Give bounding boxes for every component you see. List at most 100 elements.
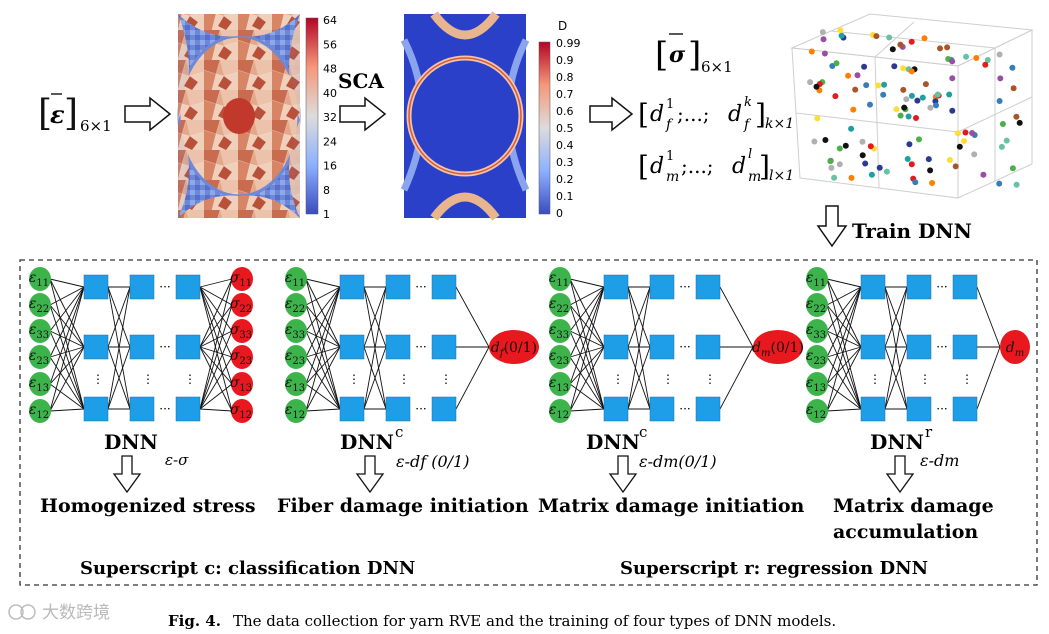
hidden-node: [385, 396, 411, 422]
cube-point: [904, 156, 911, 162]
damage-colorbar-title: D: [558, 19, 567, 33]
hidden-node: [860, 274, 886, 300]
cube-point: [906, 141, 913, 148]
cube-point: [944, 44, 951, 51]
cube-point: [913, 115, 919, 121]
ellipsis: ⋮: [612, 372, 624, 386]
ellipsis: ···: [936, 280, 947, 294]
connection: [305, 286, 341, 412]
cube-point: [908, 92, 915, 99]
connection: [455, 286, 490, 348]
hidden-node: [175, 396, 201, 422]
connection: [199, 286, 233, 412]
cube-point: [828, 164, 835, 171]
connection: [884, 286, 908, 410]
cube-point: [916, 136, 922, 143]
input-node: [549, 319, 571, 343]
connection: [826, 286, 862, 306]
hidden-node: [906, 334, 932, 360]
cube-point: [848, 174, 855, 181]
svg-text:]: ]: [64, 93, 78, 134]
svg-text:]: ]: [755, 98, 766, 131]
stress-tick-label: 48: [323, 63, 337, 76]
cube-point: [897, 112, 904, 119]
damage-contour-image: [400, 11, 530, 221]
node-label: σ13: [230, 375, 252, 394]
connection: [363, 286, 387, 348]
result-homogenized-stress: Homogenized stress: [40, 495, 256, 517]
svg-text:d: d: [728, 102, 742, 127]
connection: [826, 330, 862, 348]
connection: [569, 278, 605, 410]
cube-point: [873, 33, 880, 40]
connection: [363, 346, 387, 410]
cube-point: [908, 68, 915, 75]
cube-point: [984, 57, 991, 63]
node-label: ε11: [29, 270, 49, 289]
cube-point: [883, 168, 890, 175]
ellipsis: ···: [415, 340, 426, 354]
cube-point: [836, 145, 843, 152]
cube-point: [901, 104, 908, 111]
model-title-4: DNN r ε-dm: [870, 423, 959, 470]
damage-colorbar: D: [538, 19, 567, 215]
cube-point: [842, 142, 849, 149]
hidden-node: [175, 334, 201, 360]
node-label: ε13: [549, 375, 569, 394]
ellipsis: ···: [159, 280, 170, 294]
connection: [199, 330, 233, 410]
cube-point: [819, 29, 826, 36]
connection: [49, 278, 85, 348]
cube-point: [813, 83, 820, 90]
node-label: ε11: [285, 270, 305, 289]
cube-point: [837, 27, 844, 34]
node-label: ε11: [806, 270, 826, 289]
connection: [826, 346, 862, 385]
svg-text:k: k: [744, 95, 752, 110]
node-label: ε33: [29, 322, 49, 341]
node-label: ε13: [29, 375, 49, 394]
damage-tick-label: 0.3: [556, 156, 574, 169]
input-strain-vector: [ ε ] 6×1: [38, 93, 112, 135]
input-node: [806, 267, 828, 291]
hidden-node: [339, 274, 365, 300]
cube-point: [822, 137, 829, 143]
ellipsis: ⋮: [184, 372, 196, 386]
svg-text:[: [: [638, 98, 649, 131]
svg-text:f: f: [665, 117, 674, 133]
cube-point: [1009, 165, 1016, 172]
hidden-node: [385, 274, 411, 300]
connection: [826, 304, 862, 348]
watermark-text: 大数跨境: [42, 603, 110, 623]
cube-point: [949, 107, 956, 114]
connection: [569, 286, 605, 332]
cube-point: [922, 81, 929, 88]
connection: [49, 383, 85, 410]
cube-point: [821, 50, 828, 57]
stress-tick-label: 16: [323, 160, 337, 173]
output-node: [231, 267, 253, 291]
damage-tick-label: 0.5: [556, 122, 574, 135]
ellipsis: ···: [679, 280, 690, 294]
cube-point: [852, 86, 859, 93]
input-node: [29, 372, 51, 396]
cube-point: [880, 91, 887, 98]
cube-point: [925, 156, 932, 163]
output-node: [231, 293, 253, 317]
output-node: [231, 399, 253, 423]
connection: [826, 286, 862, 332]
connection: [305, 286, 341, 332]
connection: [569, 346, 605, 358]
connection: [627, 286, 651, 410]
connection: [107, 286, 131, 348]
damage-tick-label: 0.4: [556, 139, 574, 152]
cube-point: [999, 121, 1006, 127]
cube-point: [832, 93, 839, 100]
hidden-node: [695, 334, 721, 360]
cube-point: [891, 63, 898, 70]
ellipsis: ⋮: [704, 372, 716, 386]
hidden-node: [339, 396, 365, 422]
connection: [199, 346, 233, 358]
connection: [826, 356, 862, 410]
hidden-node: [860, 334, 886, 360]
